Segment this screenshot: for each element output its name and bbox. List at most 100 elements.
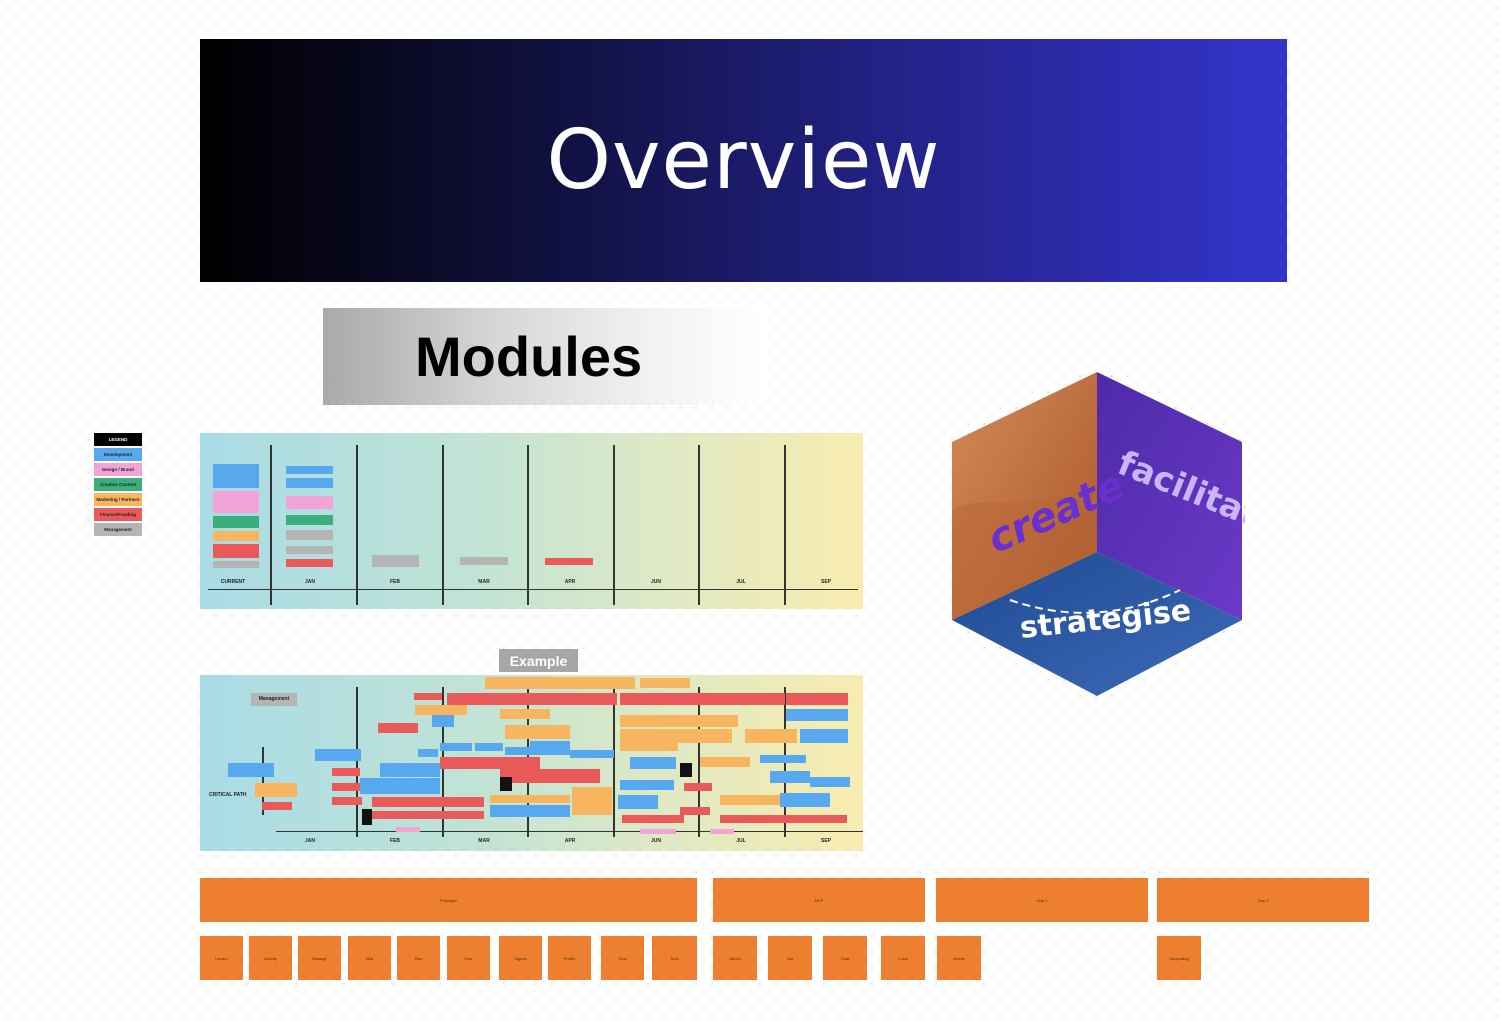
sticky-note[interactable] xyxy=(460,557,508,565)
sticky-note[interactable] xyxy=(500,709,550,719)
sticky-note[interactable] xyxy=(475,743,503,751)
timeline-divider xyxy=(613,687,615,837)
sticky-note[interactable] xyxy=(720,795,784,805)
sticky-note[interactable] xyxy=(332,768,360,776)
sticky-note[interactable] xyxy=(396,827,420,832)
sticky-note[interactable] xyxy=(440,743,472,751)
sticky-note[interactable] xyxy=(286,546,333,554)
module-item[interactable]: Profile xyxy=(548,936,591,980)
sticky-note[interactable] xyxy=(286,515,333,525)
milestone-marker[interactable] xyxy=(500,777,512,791)
sticky-note[interactable] xyxy=(640,678,690,688)
sticky-note[interactable] xyxy=(760,755,806,763)
sticky-note[interactable] xyxy=(418,749,438,757)
module-item[interactable]: Give xyxy=(447,936,490,980)
sticky-note[interactable] xyxy=(786,709,848,721)
sticky-note[interactable] xyxy=(332,783,360,791)
module-item[interactable]: Admin xyxy=(713,936,757,980)
sticky-note[interactable] xyxy=(286,496,333,509)
sticky-note[interactable] xyxy=(286,466,333,474)
module-item[interactable]: Activity xyxy=(249,936,292,980)
sticky-note[interactable] xyxy=(213,544,259,558)
sticky-note[interactable] xyxy=(680,807,710,815)
module-item[interactable]: Opt xyxy=(768,936,812,980)
sticky-note[interactable] xyxy=(372,797,484,807)
sticky-note[interactable] xyxy=(228,763,274,777)
sticky-note[interactable] xyxy=(810,777,850,787)
sticky-note[interactable] xyxy=(360,778,440,794)
module-item[interactable]: Mobile xyxy=(937,936,981,980)
module-header-year-1[interactable]: Year 1 xyxy=(936,878,1148,922)
sticky-note[interactable] xyxy=(440,757,540,769)
sticky-note[interactable] xyxy=(490,795,570,803)
sticky-note[interactable] xyxy=(485,677,635,689)
sticky-note[interactable] xyxy=(213,491,259,513)
sticky-note[interactable] xyxy=(262,802,292,810)
timeline-divider xyxy=(698,687,700,837)
sticky-note[interactable] xyxy=(414,693,442,700)
module-item[interactable]: Signup xyxy=(499,936,542,980)
sticky-note[interactable] xyxy=(622,815,684,823)
module-item[interactable]: Supporting xyxy=(1157,936,1201,980)
sticky-note[interactable] xyxy=(447,693,617,705)
sticky-note[interactable] xyxy=(255,783,297,797)
sticky-note[interactable] xyxy=(640,829,676,834)
roadmap-timeline-example[interactable]: Management CRITICAL PATH JAN FEB MAR APR… xyxy=(200,675,863,851)
module-item[interactable]: Manage xyxy=(298,936,341,980)
module-item[interactable]: Play xyxy=(397,936,440,980)
sticky-note[interactable] xyxy=(618,795,658,809)
sticky-note[interactable] xyxy=(286,478,333,488)
sticky-note[interactable] xyxy=(500,769,600,783)
module-item[interactable]: Local xyxy=(881,936,925,980)
sticky-note[interactable] xyxy=(545,558,593,565)
milestone-marker[interactable] xyxy=(362,809,372,825)
module-header-mvp[interactable]: MVP xyxy=(713,878,925,922)
sticky-note[interactable] xyxy=(315,749,361,761)
sticky-note[interactable] xyxy=(620,780,674,790)
module-item[interactable]: Todo xyxy=(652,936,697,980)
sticky-note[interactable] xyxy=(505,725,570,739)
sticky-note[interactable] xyxy=(630,757,676,769)
sticky-note[interactable] xyxy=(720,815,784,823)
sticky-note[interactable] xyxy=(775,815,847,823)
sticky-note[interactable] xyxy=(620,693,785,705)
milestone-marker[interactable] xyxy=(680,763,692,777)
sticky-note[interactable] xyxy=(700,757,750,767)
sticky-note[interactable] xyxy=(213,531,259,541)
module-item[interactable]: Mail xyxy=(348,936,391,980)
sticky-note[interactable] xyxy=(415,705,467,715)
sticky-note[interactable] xyxy=(378,723,418,733)
sticky-note[interactable] xyxy=(770,771,810,783)
sticky-note[interactable] xyxy=(572,787,612,815)
sticky-note[interactable] xyxy=(620,729,732,743)
sticky-note[interactable] xyxy=(780,793,830,807)
sticky-note[interactable] xyxy=(505,747,531,755)
sticky-note[interactable] xyxy=(745,729,797,743)
module-item[interactable]: Todo xyxy=(601,936,644,980)
sticky-note[interactable] xyxy=(213,516,259,528)
sticky-note[interactable] xyxy=(213,464,259,488)
sticky-note[interactable] xyxy=(800,729,848,743)
sticky-note[interactable] xyxy=(286,530,333,540)
sticky-note[interactable] xyxy=(684,783,712,791)
sticky-note[interactable] xyxy=(570,750,614,758)
sticky-note[interactable] xyxy=(620,741,678,751)
sticky-note[interactable] xyxy=(372,811,484,819)
module-item[interactable]: Chat xyxy=(823,936,867,980)
sticky-note[interactable] xyxy=(213,561,259,568)
sticky-note[interactable] xyxy=(620,715,738,727)
sticky-note[interactable] xyxy=(286,559,333,567)
sticky-note[interactable] xyxy=(372,555,419,567)
module-header-year-2[interactable]: Year 2 xyxy=(1157,878,1369,922)
sticky-note[interactable] xyxy=(786,693,848,705)
sticky-note[interactable] xyxy=(380,763,440,777)
sticky-note[interactable] xyxy=(332,797,362,805)
sticky-note[interactable] xyxy=(530,741,570,755)
sticky-note[interactable] xyxy=(490,805,570,817)
module-header-prototype[interactable]: Prototype xyxy=(200,878,697,922)
month-label: JAN xyxy=(304,579,315,585)
sticky-note[interactable] xyxy=(432,715,454,727)
sticky-note[interactable] xyxy=(710,829,734,834)
module-item[interactable]: Library xyxy=(200,936,243,980)
roadmap-timeline-current[interactable]: CURRENT JAN FEB MAR APR JUN JUL SEP xyxy=(200,433,863,609)
